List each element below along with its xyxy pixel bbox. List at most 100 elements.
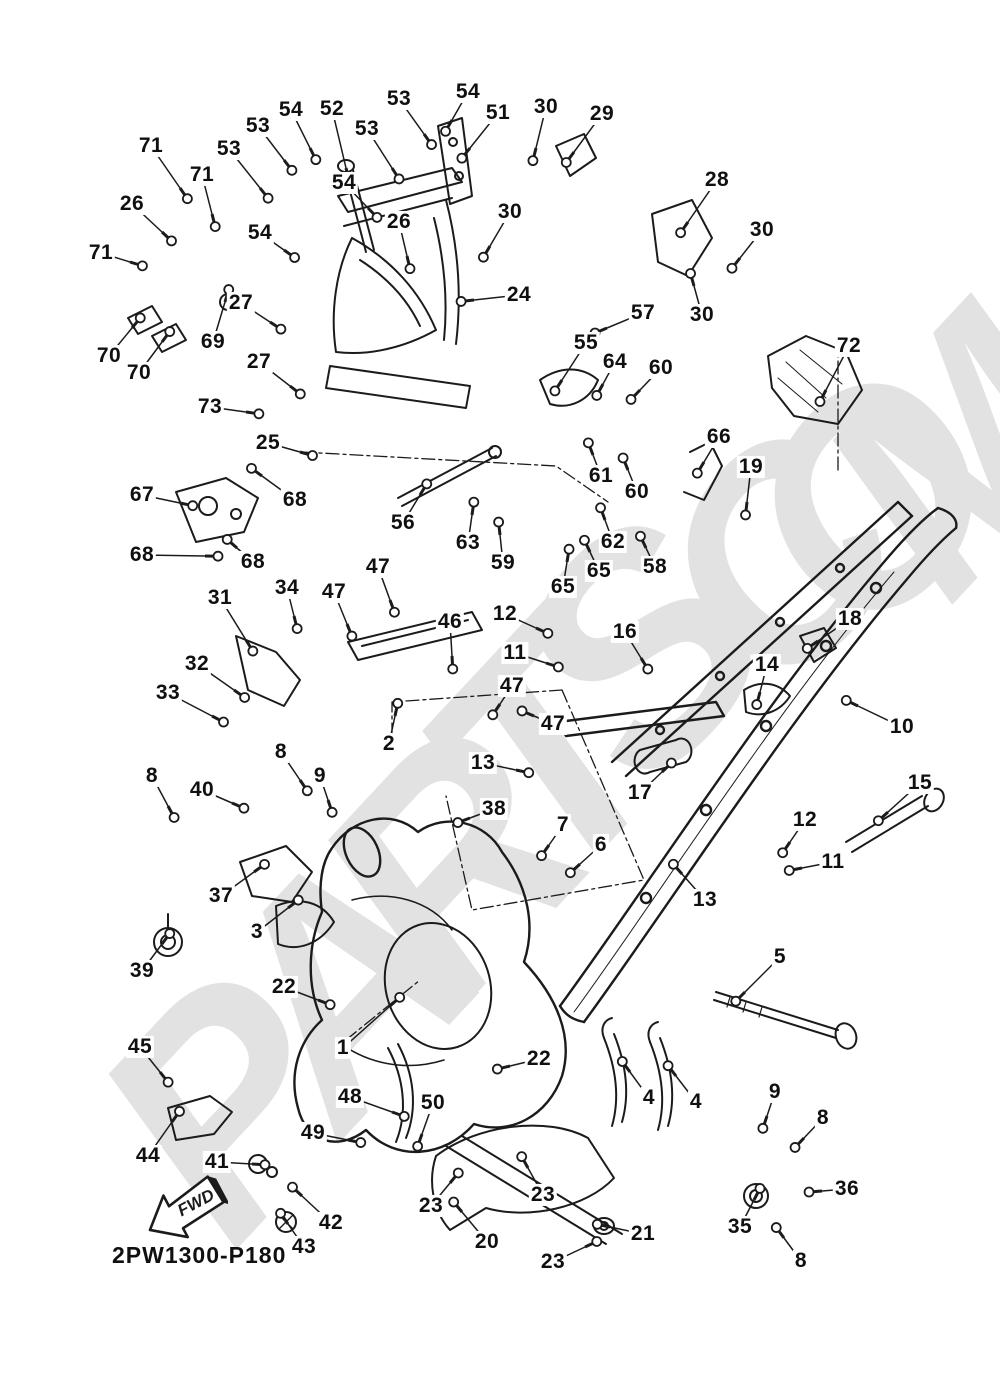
hardware-glyph [134, 312, 146, 324]
part-callout-68: 68 [280, 487, 310, 512]
part-callout-3: 3 [248, 919, 266, 944]
hardware-glyph [291, 623, 303, 635]
part-callout-68: 68 [127, 542, 157, 567]
part-callout-29: 29 [587, 101, 617, 126]
part-callout-9: 9 [766, 1079, 784, 1104]
hardware-glyph [275, 1207, 286, 1219]
part-callout-10: 10 [887, 714, 917, 739]
hardware-glyph [542, 627, 554, 639]
part-callout-71: 71 [187, 162, 217, 187]
hardware-glyph [625, 394, 637, 405]
part-callout-46: 46 [435, 609, 465, 634]
part-callout-41: 41 [202, 1149, 232, 1174]
hardware-glyph [275, 323, 287, 335]
hardware-glyph [814, 396, 826, 407]
hardware-glyph [564, 867, 576, 879]
hardware-glyph [355, 1137, 367, 1148]
part-callout-52: 52 [317, 96, 347, 121]
part-callout-13: 13 [468, 750, 498, 775]
hardware-glyph [394, 991, 406, 1003]
hardware-glyph [840, 695, 852, 706]
part-callout-8: 8 [272, 739, 290, 764]
hardware-glyph [667, 858, 679, 870]
part-callout-73: 73 [195, 394, 225, 419]
hardware-glyph [789, 1142, 801, 1153]
part-callout-2: 2 [380, 731, 398, 756]
part-callout-50: 50 [418, 1090, 448, 1115]
hardware-glyph [392, 697, 404, 709]
part-callout-22: 22 [524, 1046, 554, 1071]
part-callout-54: 54 [245, 220, 275, 245]
part-callout-72: 72 [834, 333, 864, 358]
hardware-glyph [426, 139, 437, 150]
part-callout-23: 23 [416, 1193, 446, 1218]
part-callout-6: 6 [592, 832, 610, 857]
hardware-glyph [404, 263, 416, 275]
hardware-glyph [751, 699, 763, 710]
hardware-glyph [452, 817, 464, 828]
part-callout-47: 47 [538, 711, 568, 736]
hardware-glyph [757, 1122, 769, 1134]
part-callout-30: 30 [747, 217, 777, 242]
hardware-glyph [523, 767, 535, 779]
part-callout-32: 32 [182, 651, 212, 676]
part-callout-68: 68 [238, 549, 268, 574]
hardware-glyph [238, 802, 250, 814]
hardware-glyph [447, 663, 459, 675]
hardware-glyph [770, 1222, 782, 1233]
part-callout-17: 17 [625, 780, 655, 805]
part-callout-19: 19 [736, 454, 766, 479]
hardware-glyph [527, 155, 539, 167]
hardware-glyph [292, 894, 304, 906]
part-callout-21: 21 [628, 1221, 658, 1246]
hardware-glyph [294, 388, 306, 400]
part-callout-1: 1 [334, 1035, 352, 1060]
part-callout-51: 51 [483, 100, 513, 125]
part-callout-14: 14 [752, 652, 782, 677]
part-callout-40: 40 [187, 777, 217, 802]
part-callout-47: 47 [319, 579, 349, 604]
part-callout-38: 38 [479, 796, 509, 821]
hardware-glyph [187, 500, 199, 512]
hardware-glyph [259, 858, 270, 870]
part-callout-54: 54 [329, 170, 359, 195]
part-callout-59: 59 [488, 550, 518, 575]
part-callout-4: 4 [640, 1085, 658, 1110]
part-callout-34: 34 [272, 575, 302, 600]
fwd-arrow: FWD [138, 1172, 230, 1246]
part-callout-71: 71 [86, 240, 116, 265]
part-callout-27: 27 [226, 290, 256, 315]
hardware-glyph [412, 1140, 424, 1152]
part-callout-58: 58 [640, 554, 670, 579]
hardware-glyph [675, 227, 687, 239]
part-callout-67: 67 [127, 482, 157, 507]
hardware-glyph [287, 1181, 298, 1193]
part-callout-65: 65 [584, 558, 614, 583]
part-callout-30: 30 [495, 199, 525, 224]
part-callout-15: 15 [905, 770, 935, 795]
hardware-glyph [440, 125, 451, 137]
hardware-glyph [777, 847, 789, 859]
hardware-glyph [164, 326, 176, 337]
hardware-glyph [635, 530, 646, 542]
hardware-glyph [536, 850, 547, 862]
part-callout-53: 53 [214, 136, 244, 161]
part-callout-11: 11 [819, 849, 847, 874]
part-callout-18: 18 [835, 606, 865, 631]
hardware-glyph [301, 785, 313, 797]
hardware-glyph [164, 928, 176, 939]
part-callout-53: 53 [384, 86, 414, 111]
hardware-glyph [218, 716, 229, 728]
hardware-glyph [398, 1110, 410, 1122]
hardware-glyph [872, 815, 884, 827]
hardware-glyph [247, 645, 259, 657]
hardware-glyph [174, 1105, 185, 1117]
part-callout-7: 7 [554, 812, 572, 837]
hardware-glyph [212, 550, 224, 562]
part-callout-66: 66 [704, 424, 734, 449]
hardware-glyph [740, 509, 751, 521]
hardware-glyph [730, 995, 742, 1007]
part-callout-49: 49 [298, 1120, 328, 1145]
part-callout-56: 56 [388, 510, 418, 535]
